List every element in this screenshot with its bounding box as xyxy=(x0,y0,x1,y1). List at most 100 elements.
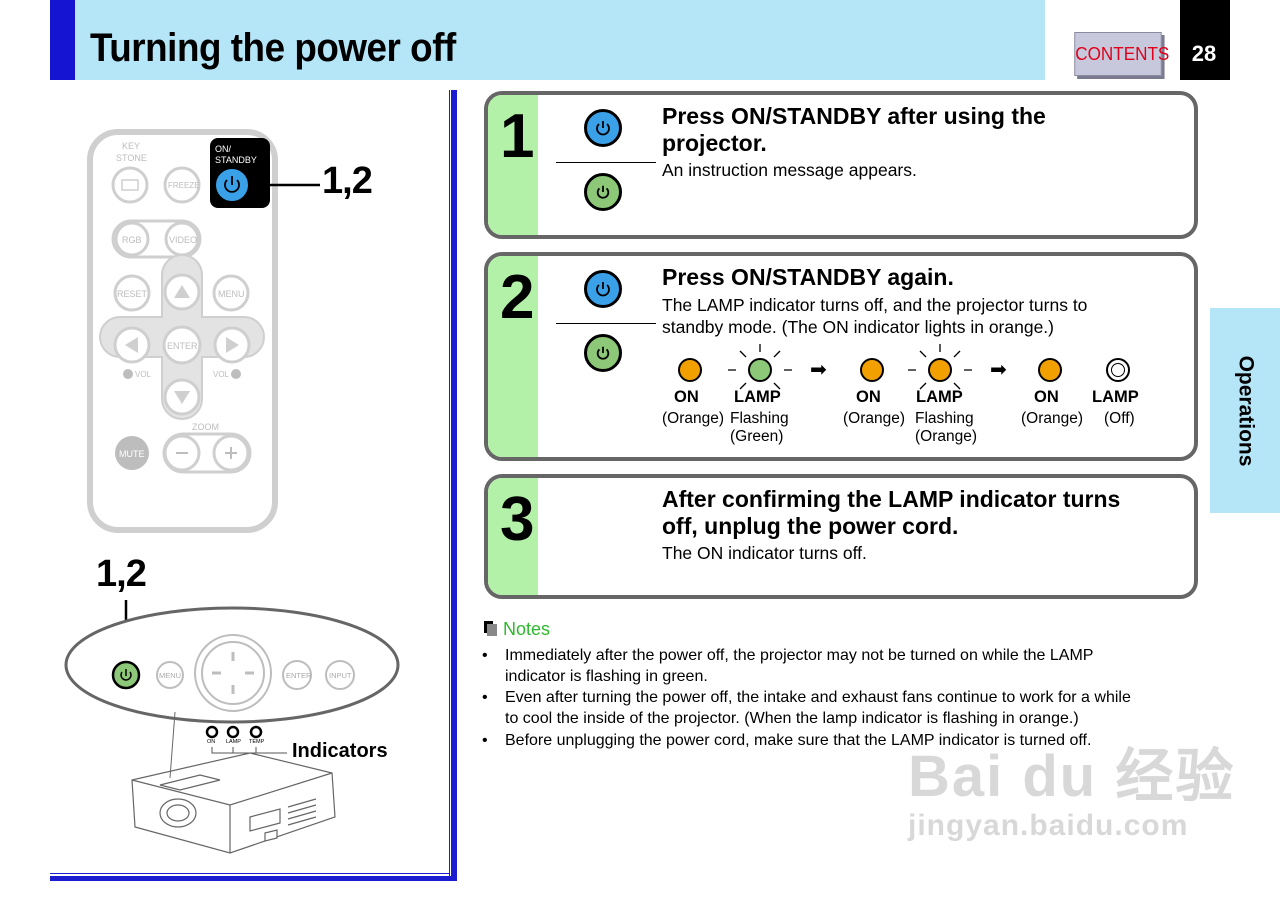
state-1-lamp-label: LAMP xyxy=(734,388,781,406)
step-1-heading-line-1: Press ON/STANDBY after using the xyxy=(662,103,1046,129)
step-1-panel-power-button xyxy=(584,173,622,211)
step-1-remote-power-button xyxy=(584,109,622,147)
indicator-temp-label: TEMP xyxy=(249,739,265,745)
panel-dpad[interactable] xyxy=(201,641,265,705)
header-band xyxy=(75,0,1045,80)
step-3-heading-line-2: off, unplug the power cord. xyxy=(662,513,959,539)
remote-enter-button[interactable] xyxy=(162,325,202,365)
note-item: • Immediately after the power off, the p… xyxy=(482,645,1202,687)
reset-label: RESET xyxy=(117,289,148,299)
mute-label: MUTE xyxy=(119,449,145,459)
state-2-on-state: (Orange) xyxy=(843,410,906,427)
remote-keystone-button[interactable] xyxy=(111,166,149,204)
power-icon xyxy=(120,669,132,681)
step-1-body: An instruction message appears. xyxy=(662,160,917,180)
state-3-lamp-state: (Off) xyxy=(1104,410,1135,427)
step-1-divider xyxy=(556,162,656,163)
step-2-number: 2 xyxy=(500,263,535,332)
power-icon xyxy=(596,346,610,360)
step-1-number: 1 xyxy=(500,102,535,171)
power-icon xyxy=(596,282,610,297)
left-frame-line-inner xyxy=(449,90,450,878)
keystone-label-1: KEY xyxy=(122,141,140,151)
projector-illustration: MENU ENTER INPUT ON LAMP TEMP xyxy=(64,600,400,854)
rgb-label: RGB xyxy=(122,235,142,245)
step-3-box: 3 After confirming the LAMP indicator tu… xyxy=(484,474,1198,599)
remote-menu-button[interactable] xyxy=(212,274,250,312)
zoom-label: ZOOM xyxy=(192,422,219,432)
step-1-heading: Press ON/STANDBY after using the project… xyxy=(662,103,1046,157)
note-1-line-2: indicator is flashing in green. xyxy=(505,668,708,685)
state-2-lamp-state-1: Flashing xyxy=(915,410,974,427)
vol-minus-icon xyxy=(123,369,133,379)
step-3-heading: After confirming the LAMP indicator turn… xyxy=(662,486,1120,540)
state-3-on-indicator xyxy=(1038,358,1062,382)
indicator-leds xyxy=(205,725,263,739)
remote-control-illustration: ON/ STANDBY KEY STONE FREEZE RGB VIDEO R… xyxy=(87,129,320,533)
step-2-panel-power-button xyxy=(584,334,622,372)
projector-pointer-line xyxy=(169,711,176,779)
step-2-divider xyxy=(556,323,656,324)
state-1-on-state: (Orange) xyxy=(662,410,725,427)
state-3-on-state: (Orange) xyxy=(1021,410,1084,427)
step-2-remote-power-button xyxy=(584,270,622,308)
step-2-heading: Press ON/STANDBY again. xyxy=(662,264,954,290)
indicator-lamp-label: LAMP xyxy=(226,739,241,745)
step-2-band xyxy=(488,256,538,457)
remote-mute-button[interactable] xyxy=(115,436,149,470)
panel-input-button[interactable] xyxy=(325,660,355,690)
contents-button[interactable]: CONTENTS xyxy=(1074,32,1169,76)
state-1-lamp-state-1: Flashing xyxy=(730,410,789,427)
step-1-band xyxy=(488,95,538,235)
step-2-body: The LAMP indicator turns off, and the pr… xyxy=(662,294,1087,338)
state-1-lamp-indicator xyxy=(748,358,772,382)
state-1-lamp-state-2: (Green) xyxy=(730,428,784,445)
panel-enter-button[interactable] xyxy=(282,660,312,690)
state-2-lamp-state-2: (Orange) xyxy=(915,428,978,445)
video-label: VIDEO xyxy=(169,235,197,245)
panel-enter-label: ENTER xyxy=(286,671,312,680)
bullet: • xyxy=(482,647,488,664)
page-number-box xyxy=(1180,0,1230,80)
operations-tab[interactable] xyxy=(1210,308,1280,513)
projector-body-sketch xyxy=(131,752,336,854)
vol-plus-icon xyxy=(231,369,241,379)
state-1-on-indicator xyxy=(678,358,702,382)
step-2-body-line-2: standby mode. (The ON indicator lights i… xyxy=(662,317,1054,337)
operations-tab-label: Operations xyxy=(1234,355,1258,466)
arrow-right-icon-1: ➡ xyxy=(810,359,827,381)
panel-menu-label: MENU xyxy=(159,671,181,680)
state-2-on-indicator xyxy=(860,358,884,382)
step-3-band xyxy=(488,478,538,595)
vol-plus-label: VOL xyxy=(213,370,230,379)
state-2-lamp-label: LAMP xyxy=(916,388,963,406)
watermark: Bai du 经验 jingyan.baidu.com xyxy=(908,745,1235,843)
step-1-box: 1 Press ON/STANDBY after using the proje… xyxy=(484,91,1198,239)
on-standby-label-1: ON/ xyxy=(215,144,232,154)
note-2-line-1: Even after turning the power off, the in… xyxy=(505,689,1131,706)
bottom-frame-line xyxy=(50,876,457,881)
watermark-line-1: Bai du 经验 xyxy=(908,744,1236,809)
freeze-label: FREEZE xyxy=(168,181,200,190)
on-standby-label-2: STANDBY xyxy=(215,155,257,165)
left-arrow-icon xyxy=(125,337,138,353)
remote-reset-button[interactable] xyxy=(113,274,151,312)
remote-rgb-button[interactable] xyxy=(114,221,150,257)
panel-input-label: INPUT xyxy=(329,671,352,680)
note-item: • Before unplugging the power cord, make… xyxy=(482,730,1202,752)
panel-menu-button[interactable] xyxy=(156,661,184,689)
down-arrow-icon xyxy=(174,391,190,404)
note-3-line-1: Before unplugging the power cord, make s… xyxy=(505,732,1092,749)
power-icon xyxy=(596,121,610,136)
remote-freeze-button[interactable] xyxy=(163,166,201,204)
note-item: • Even after turning the power off, the … xyxy=(482,687,1202,729)
panel-dpad-arrows xyxy=(212,652,254,694)
note-1-line-1: Immediately after the power off, the pro… xyxy=(505,647,1094,664)
menu-label: MENU xyxy=(218,289,245,299)
power-icon xyxy=(596,185,610,199)
keystone-icon xyxy=(121,179,139,191)
step-1-heading-line-2: projector. xyxy=(662,130,767,156)
step-3-heading-line-1: After confirming the LAMP indicator turn… xyxy=(662,486,1121,512)
enter-label: ENTER xyxy=(167,341,198,351)
bullet: • xyxy=(482,732,488,749)
